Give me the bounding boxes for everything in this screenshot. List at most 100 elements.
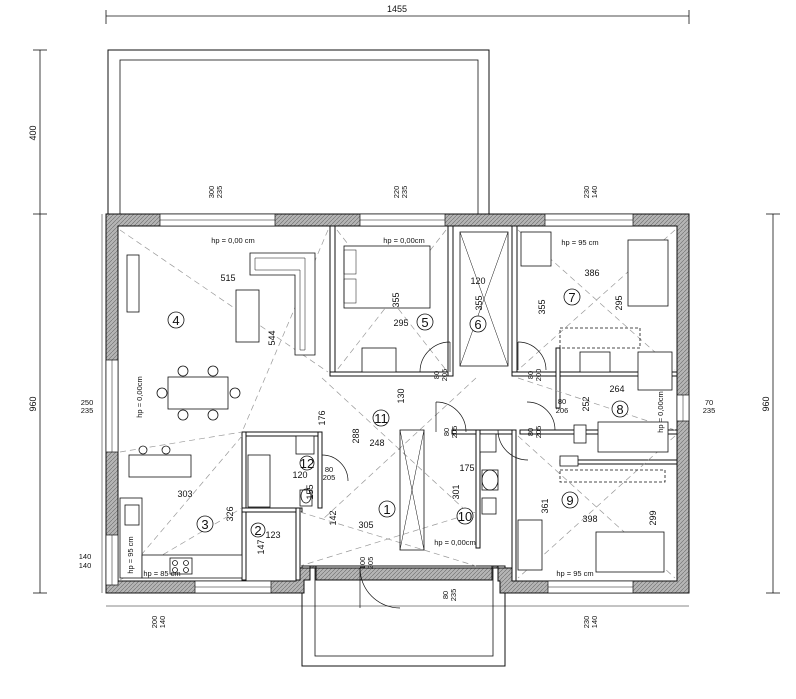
room-diagonals bbox=[119, 229, 676, 581]
window-bottom-2-a: 230 bbox=[582, 616, 591, 629]
room-12-width: 120 bbox=[292, 470, 307, 480]
overall-width-label: 1455 bbox=[387, 4, 407, 14]
hp-living: hp = 0,00 cm bbox=[211, 236, 255, 245]
room-4-marker bbox=[167, 311, 185, 329]
room-8-number: 8 bbox=[616, 402, 623, 417]
door-12-a: 80 bbox=[325, 465, 333, 474]
door-12-b: 205 bbox=[323, 473, 336, 482]
door-9-a: 80 bbox=[526, 428, 535, 436]
room-8-height: 252 bbox=[581, 396, 591, 411]
dining-table-icon bbox=[167, 376, 229, 410]
depth-label-left: 960 bbox=[28, 396, 38, 411]
room-1-width: 305 bbox=[358, 520, 373, 530]
room-5-number: 5 bbox=[421, 315, 428, 330]
room-12-height: 155 bbox=[305, 484, 315, 499]
room-2-height: 147 bbox=[256, 539, 266, 554]
room-9-height: 299 bbox=[648, 510, 658, 525]
washbasin-icon bbox=[579, 351, 611, 373]
hp-hall-10: hp = 0,00cm bbox=[434, 538, 475, 547]
kitchen-island-icon bbox=[128, 454, 192, 478]
stove-icon bbox=[169, 557, 193, 575]
hp-room-9: hp = 95 cm bbox=[556, 569, 593, 578]
window-left-b: 235 bbox=[81, 406, 94, 415]
window-dimension-labels: 300 235 220 235 230 140 250 235 140 140 … bbox=[79, 186, 716, 629]
hp-bath-8: hp = 0,00cm bbox=[656, 391, 665, 432]
room-6-width: 120 bbox=[470, 276, 485, 286]
terrace-top bbox=[107, 49, 490, 216]
room-11-marker bbox=[372, 409, 390, 427]
toilet-icon-8 bbox=[573, 424, 587, 444]
room-9-marker bbox=[561, 491, 579, 509]
window-top-3-b: 140 bbox=[590, 186, 599, 199]
overall-dimensions bbox=[33, 10, 780, 607]
room-11-width: 248 bbox=[369, 438, 384, 448]
door-11-a: 80 bbox=[442, 428, 451, 436]
room-10-height: 301 bbox=[451, 484, 461, 499]
window-left-a: 250 bbox=[81, 398, 94, 407]
room-3-height: 326 bbox=[225, 506, 235, 521]
window-top-2-a: 220 bbox=[392, 186, 401, 199]
door-11-b: 205 bbox=[450, 426, 459, 439]
door-entry-a: 100 bbox=[358, 557, 367, 570]
window-top-1-a: 300 bbox=[207, 186, 216, 199]
window-right-b: 235 bbox=[703, 406, 716, 415]
room-7-number: 7 bbox=[568, 290, 575, 305]
sofa-icon bbox=[249, 252, 316, 356]
wardrobe-icon bbox=[459, 231, 509, 367]
extra-dim-355: 355 bbox=[537, 299, 547, 314]
room-9-number: 9 bbox=[566, 493, 573, 508]
door-8-a: 80 bbox=[558, 397, 566, 406]
window-bottom-1-a: 200 bbox=[150, 616, 159, 629]
room-2-number: 2 bbox=[254, 523, 261, 538]
desk-icon bbox=[361, 347, 397, 373]
room-4-height: 544 bbox=[267, 330, 277, 345]
window-left-bottom-a: 140 bbox=[79, 552, 92, 561]
extra-dim-130: 130 bbox=[396, 388, 406, 403]
extra-dim-361: 361 bbox=[540, 498, 550, 513]
room-3-width: 303 bbox=[177, 489, 192, 499]
room-labels: 1 305 142 2 123 147 3 303 326 4 515 544 … bbox=[167, 268, 658, 555]
hp-bedroom-5: hp = 0,00cm bbox=[383, 236, 424, 245]
hp-kitchen-2: hp = 85 cm bbox=[143, 569, 180, 578]
room-7-marker bbox=[563, 288, 581, 306]
window-right-a: 70 bbox=[705, 398, 713, 407]
room-11-number: 11 bbox=[374, 411, 388, 426]
room-11-height: 288 bbox=[351, 428, 361, 443]
window-top-3-a: 230 bbox=[582, 186, 591, 199]
window-bottom-2-b: 140 bbox=[590, 616, 599, 629]
room-6-number: 6 bbox=[474, 317, 481, 332]
door-7-b: 200 bbox=[534, 369, 543, 382]
shower-icon bbox=[637, 351, 673, 391]
room-3-number: 3 bbox=[201, 517, 208, 532]
coffee-table-icon bbox=[235, 289, 260, 343]
room-10-marker bbox=[456, 507, 474, 525]
terrace-depth-label: 400 bbox=[28, 125, 38, 140]
room-12-marker bbox=[299, 455, 315, 471]
hp-left: hp = 0,00cm bbox=[135, 376, 144, 417]
room-1-number: 1 bbox=[383, 502, 390, 517]
window-glass-lines bbox=[111, 219, 684, 588]
room-8-width: 264 bbox=[609, 384, 624, 394]
hp-labels: hp = 0,00 cm hp = 0,00cm hp = 95 cm hp =… bbox=[126, 236, 665, 578]
door-entry-b: 205 bbox=[366, 557, 375, 570]
sink-icon bbox=[124, 504, 140, 526]
depth-label-right: 960 bbox=[761, 396, 771, 411]
room-5-width: 295 bbox=[393, 318, 408, 328]
window-top-2-b: 235 bbox=[400, 186, 409, 199]
room-5-marker bbox=[416, 313, 434, 331]
room-6-marker bbox=[469, 315, 487, 333]
room-7-width: 386 bbox=[584, 268, 599, 278]
desk-icon-9 bbox=[517, 519, 543, 571]
terrace-bottom bbox=[301, 565, 506, 667]
room-6-height: 355 bbox=[474, 295, 484, 310]
bed-icon-9 bbox=[595, 531, 665, 573]
door-bottom-a: 80 bbox=[441, 591, 450, 599]
room-5-height: 355 bbox=[391, 292, 401, 307]
bed-icon bbox=[343, 245, 431, 309]
bed-icon-7 bbox=[627, 239, 669, 307]
room-4-width: 515 bbox=[220, 273, 235, 283]
room-8-marker bbox=[611, 400, 629, 418]
room-1-marker bbox=[378, 500, 396, 518]
room-9-width: 398 bbox=[582, 514, 597, 524]
